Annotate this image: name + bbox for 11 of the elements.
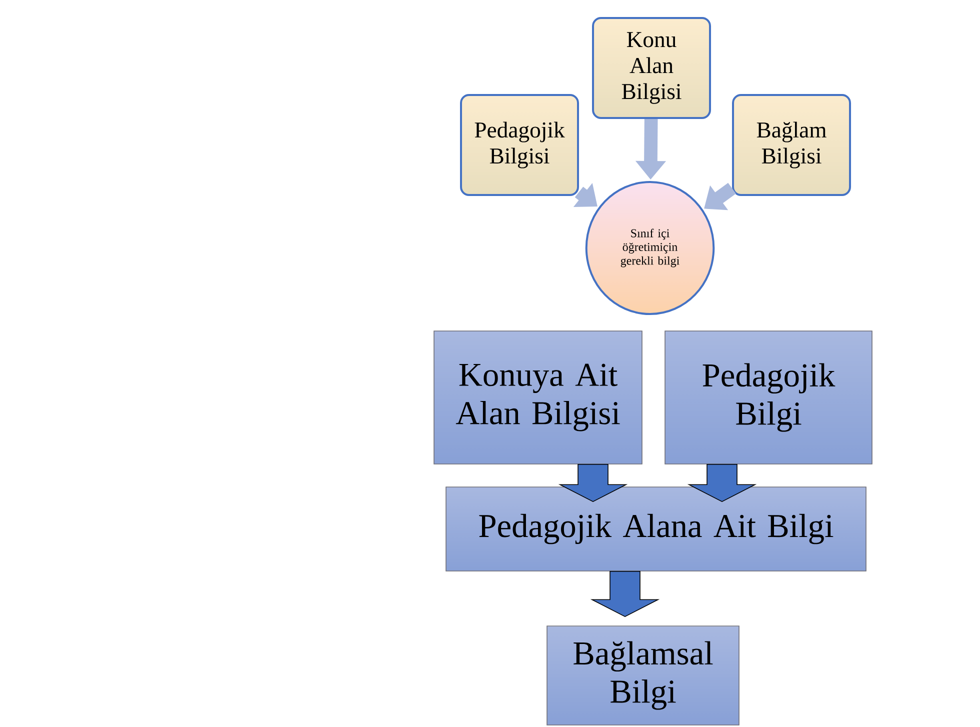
ellipse-node: Sınıf içi öğretimiçin gerekli bilgi (585, 181, 715, 315)
process-box: Pedagojik Alana Ait Bilgi (446, 486, 866, 572)
block-arrow (558, 464, 628, 502)
process-box: Pedagojik Bilgi (664, 330, 872, 464)
rounded-box: Pedagojik Bilgisi (460, 94, 579, 196)
process-box: Bağlamsal Bilgi (546, 626, 740, 726)
rounded-box: Bağlam Bilgisi (732, 94, 852, 196)
block-arrow (590, 571, 660, 618)
rounded-box: Konu Alan Bilgisi (592, 17, 711, 119)
process-box: Konuya Ait Alan Bilgisi (434, 330, 642, 464)
block-arrow (687, 464, 757, 502)
